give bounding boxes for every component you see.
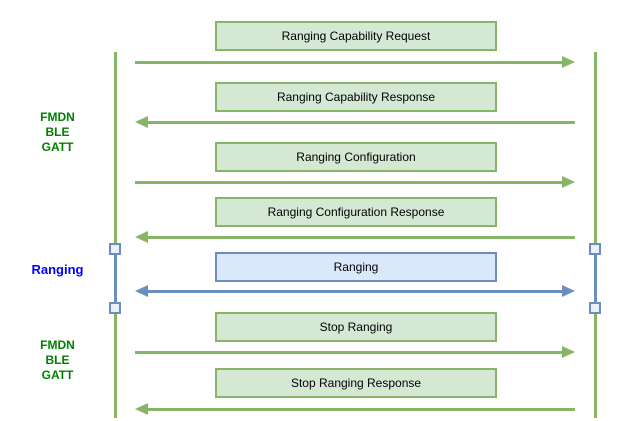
arrowhead-left-icon: [135, 116, 148, 128]
message-arrow-right: [135, 56, 575, 68]
arrow-line: [146, 407, 575, 411]
message-box: Ranging Capability Request: [215, 21, 497, 51]
activation-marker: [109, 302, 121, 314]
message-arrow-left: [135, 116, 575, 128]
message-arrow-bidirectional: [135, 285, 575, 297]
arrowhead-left-icon: [135, 403, 148, 415]
lifeline-right: [594, 52, 597, 418]
phase-label-fmdn-ble-gatt-bottom: FMDN BLE GATT: [40, 338, 75, 382]
message-arrow-left: [135, 231, 575, 243]
message-label: Ranging: [333, 260, 379, 274]
message-box: Ranging: [215, 252, 497, 282]
message-arrow-right: [135, 176, 575, 188]
message-box: Ranging Configuration Response: [215, 197, 497, 227]
message-label: Ranging Capability Request: [281, 29, 431, 43]
activation-marker: [589, 302, 601, 314]
arrowhead-right-icon: [562, 285, 575, 297]
arrowhead-left-icon: [135, 231, 148, 243]
activation-marker: [109, 243, 121, 255]
message-label: Stop Ranging Response: [290, 376, 422, 390]
lifeline-left: [114, 52, 117, 418]
arrowhead-left-icon: [135, 285, 148, 297]
message-label: Stop Ranging: [319, 320, 393, 334]
message-label: Ranging Configuration Response: [267, 205, 445, 219]
phase-label-fmdn-ble-gatt-top: FMDN BLE GATT: [40, 110, 75, 154]
arrow-line: [146, 235, 575, 239]
message-box: Stop Ranging: [215, 312, 497, 342]
activation-marker: [589, 243, 601, 255]
lifeline-left-ranging-segment: [114, 249, 117, 308]
message-box: Ranging Capability Response: [215, 82, 497, 112]
arrow-line: [135, 180, 564, 184]
arrowhead-right-icon: [562, 56, 575, 68]
phase-label-ranging: Ranging: [31, 262, 84, 277]
arrowhead-right-icon: [562, 346, 575, 358]
message-arrow-left: [135, 403, 575, 415]
message-label: Ranging Capability Response: [276, 90, 436, 104]
arrow-line: [146, 120, 575, 124]
arrow-line: [135, 60, 564, 64]
message-box: Ranging Configuration: [215, 142, 497, 172]
message-arrow-right: [135, 346, 575, 358]
arrow-line: [135, 350, 564, 354]
message-box: Stop Ranging Response: [215, 368, 497, 398]
message-label: Ranging Configuration: [296, 150, 416, 164]
arrow-line: [146, 289, 564, 293]
lifeline-right-ranging-segment: [594, 249, 597, 308]
arrowhead-right-icon: [562, 176, 575, 188]
